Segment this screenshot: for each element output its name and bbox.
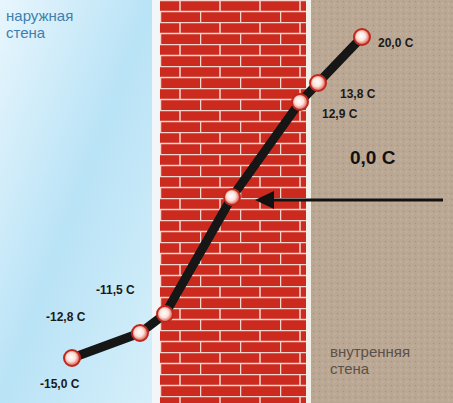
temperature-label: 12,9 С	[322, 108, 357, 121]
zero-temperature-label: 0,0 С	[350, 148, 395, 169]
inner-wall-title: внутренняя стена	[330, 344, 440, 377]
temperature-curve	[72, 37, 362, 358]
outer-wall-title: наружная стена	[6, 8, 86, 41]
outer-air	[0, 0, 152, 403]
pointer-arrowhead	[255, 191, 274, 209]
temperature-label: 20,0 С	[378, 37, 413, 50]
temperature-label: -15,0 С	[40, 378, 79, 391]
pointer-arrow	[270, 199, 443, 202]
temperature-label: 13,8 С	[340, 88, 375, 101]
outer-render	[152, 0, 160, 403]
temperature-label: -12,8 С	[46, 311, 85, 324]
temperature-points	[64, 29, 370, 366]
temperature-label: -11,5 С	[96, 284, 135, 297]
